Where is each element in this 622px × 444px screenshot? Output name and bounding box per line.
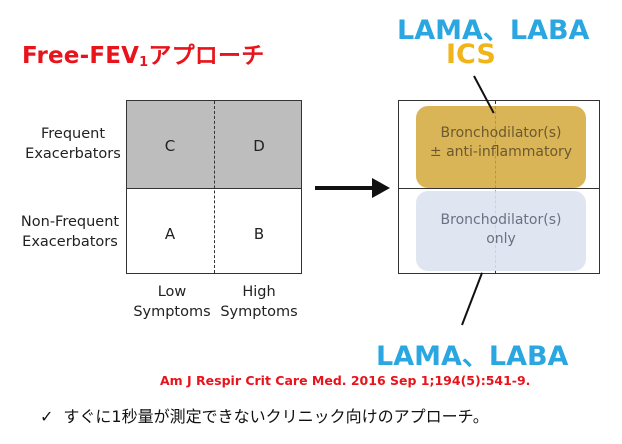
cell-b: B bbox=[253, 225, 265, 243]
arrow-head-icon bbox=[372, 178, 390, 198]
transition-arrow bbox=[315, 186, 375, 190]
top-treatment-label-2: ICS bbox=[446, 39, 496, 70]
row-label-frequent: Frequent Exacerbators bbox=[25, 126, 121, 162]
pointer-line-bottom bbox=[461, 272, 484, 326]
gold-abcd-grid: C D A B bbox=[126, 100, 302, 274]
col-label-low: Low Symptoms bbox=[133, 284, 211, 320]
bottom-treatment-label: LAMA、LABA bbox=[376, 341, 569, 372]
cell-c: C bbox=[164, 137, 176, 155]
bronchodilator-only-box: Bronchodilator(s) only bbox=[416, 191, 586, 271]
row-label-non-frequent: Non-Frequent Exacerbators bbox=[20, 214, 120, 250]
bronchodilator-anti-inflammatory-box: Bronchodilator(s) ± anti-inflammatory bbox=[416, 106, 586, 188]
col-label-high: High Symptoms bbox=[220, 284, 298, 320]
cell-a: A bbox=[164, 225, 176, 243]
grid-divider bbox=[214, 101, 215, 273]
citation: Am J Respir Crit Care Med. 2016 Sep 1;19… bbox=[160, 373, 531, 388]
footer-note: ✓すぐに1秒量が測定できないクリニック向けのアプローチ。 bbox=[40, 407, 489, 426]
top-treatment-label-1: LAMA、LABA bbox=[397, 15, 590, 46]
diagram-title: Free-FEV1アプローチ bbox=[22, 43, 265, 70]
check-icon: ✓ bbox=[40, 407, 54, 426]
cell-d: D bbox=[253, 137, 265, 155]
grid-divider-horizontal bbox=[399, 188, 599, 189]
